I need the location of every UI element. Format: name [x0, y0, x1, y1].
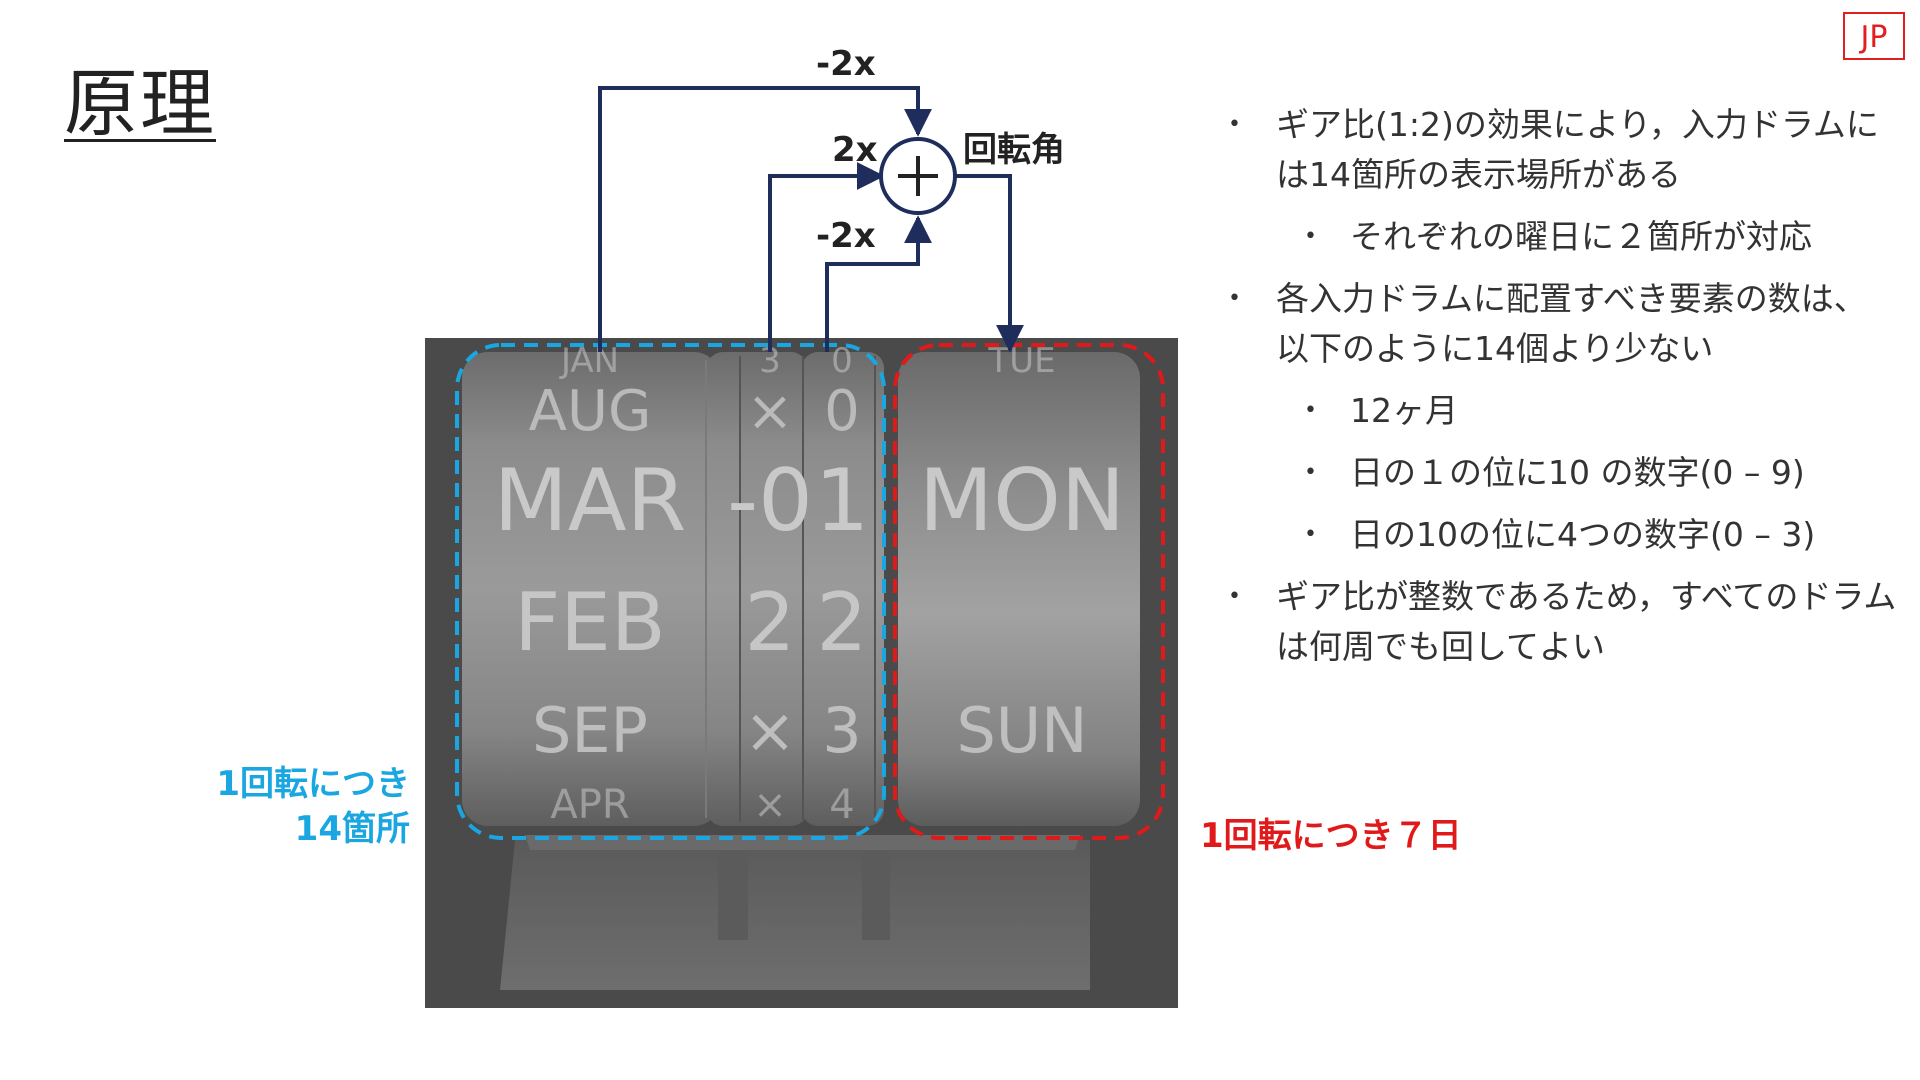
- operator-top: -2x: [816, 44, 876, 84]
- bullet-item: • 12ヶ月: [1228, 386, 1898, 436]
- bullet-text: 各入力ドラムに配置すべき要素の数は、以下のように14個より少ない: [1276, 279, 1867, 368]
- month-drum-label: SEP: [532, 694, 648, 767]
- month-drum-label: AUG: [529, 379, 652, 444]
- red-dashed-region: [893, 343, 1165, 840]
- ones-drum-label: 1: [815, 451, 870, 551]
- bullet-text: 日の10の位に4つの数字(0 – 3): [1350, 515, 1816, 554]
- month-drum-label: FEB: [514, 576, 665, 669]
- tens-drum-label: -0: [727, 451, 813, 551]
- blue-region-label-line2: 14箇所: [294, 809, 410, 849]
- wire-tens: [768, 162, 885, 352]
- month-drum-label: JAN: [559, 341, 619, 381]
- wire-output: [955, 174, 1024, 353]
- ones-drum-label: 3: [822, 694, 861, 767]
- blue-region-label: 1回転につき 14箇所: [150, 762, 410, 852]
- page-title: 原理: [64, 61, 216, 147]
- signal-wires: [598, 86, 1024, 353]
- ones-drum-label: 0: [831, 341, 853, 381]
- ones-drum-label: 0: [824, 379, 860, 444]
- bullet-dot-icon: •: [1228, 584, 1241, 609]
- bullet-text: ギア比が整数であるため，すべてのドラムは何周でも回してよい: [1276, 577, 1897, 666]
- ones-drum-label: 4: [829, 782, 854, 828]
- bullet-item: • ギア比が整数であるため，すべてのドラムは何周でも回してよい: [1228, 572, 1898, 672]
- bullet-dot-icon: •: [1304, 224, 1317, 249]
- ones-drum: [802, 352, 884, 826]
- bullet-item: • ギア比(1:2)の効果により，入力ドラムには14箇所の表示場所がある: [1228, 100, 1898, 200]
- bullet-item: • 各入力ドラムに配置すべき要素の数は、以下のように14個より少ない: [1228, 274, 1898, 374]
- bullet-list: • ギア比(1:2)の効果により，入力ドラムには14箇所の表示場所がある • それぞ…: [1228, 100, 1898, 672]
- language-tag: JP: [1843, 12, 1905, 60]
- bullet-dot-icon: •: [1304, 522, 1317, 547]
- bullet-text: それぞれの曜日に２箇所が対応: [1350, 217, 1812, 256]
- sum-label: 回転角: [963, 130, 1065, 170]
- bullet-item: • それぞれの曜日に２箇所が対応: [1228, 212, 1898, 262]
- stand-post-left: [718, 840, 748, 940]
- operator-bottom: -2x: [816, 216, 876, 256]
- stand-post-right: [862, 840, 890, 940]
- bullet-text: ギア比(1:2)の効果により，入力ドラムには14箇所の表示場所がある: [1276, 105, 1879, 194]
- tens-drum-label: 3: [759, 341, 781, 381]
- bullet-text: 12ヶ月: [1350, 391, 1458, 430]
- bullet-item: • 日の１の位に10 の数字(0 – 9): [1228, 448, 1898, 498]
- tens-drum-label: ×: [747, 379, 794, 444]
- tens-drum: [707, 352, 807, 826]
- bullet-dot-icon: •: [1304, 460, 1317, 485]
- wire-ones: [825, 215, 932, 352]
- bullet-dot-icon: •: [1304, 398, 1317, 423]
- tens-drum-label: 2: [745, 576, 796, 669]
- red-region-label: 1回転につき７日: [1200, 816, 1462, 856]
- operator-middle: 2x: [832, 130, 878, 170]
- weekday-drum-label: SUN: [956, 694, 1087, 767]
- tens-drum-label: ×: [753, 782, 787, 828]
- ones-drum-label: 2: [817, 576, 868, 669]
- month-drum-label: MAR: [494, 451, 687, 551]
- bullet-text: 日の１の位に10 の数字(0 – 9): [1350, 453, 1805, 492]
- month-drum: [462, 352, 720, 826]
- bullet-item: • 日の10の位に4つの数字(0 – 3): [1228, 510, 1898, 560]
- blue-region-label-line1: 1回転につき: [216, 764, 410, 804]
- month-drum-label: APR: [550, 782, 629, 828]
- bullet-dot-icon: •: [1228, 112, 1241, 137]
- weekday-drum: [898, 352, 1140, 826]
- wire-month: [598, 86, 932, 352]
- bullet-dot-icon: •: [1228, 286, 1241, 311]
- blue-dashed-region: [455, 343, 886, 840]
- summing-junction-icon: [879, 137, 957, 215]
- stand-base: [500, 840, 1090, 990]
- weekday-drum-label: MON: [919, 451, 1125, 551]
- tens-drum-label: ×: [744, 694, 796, 767]
